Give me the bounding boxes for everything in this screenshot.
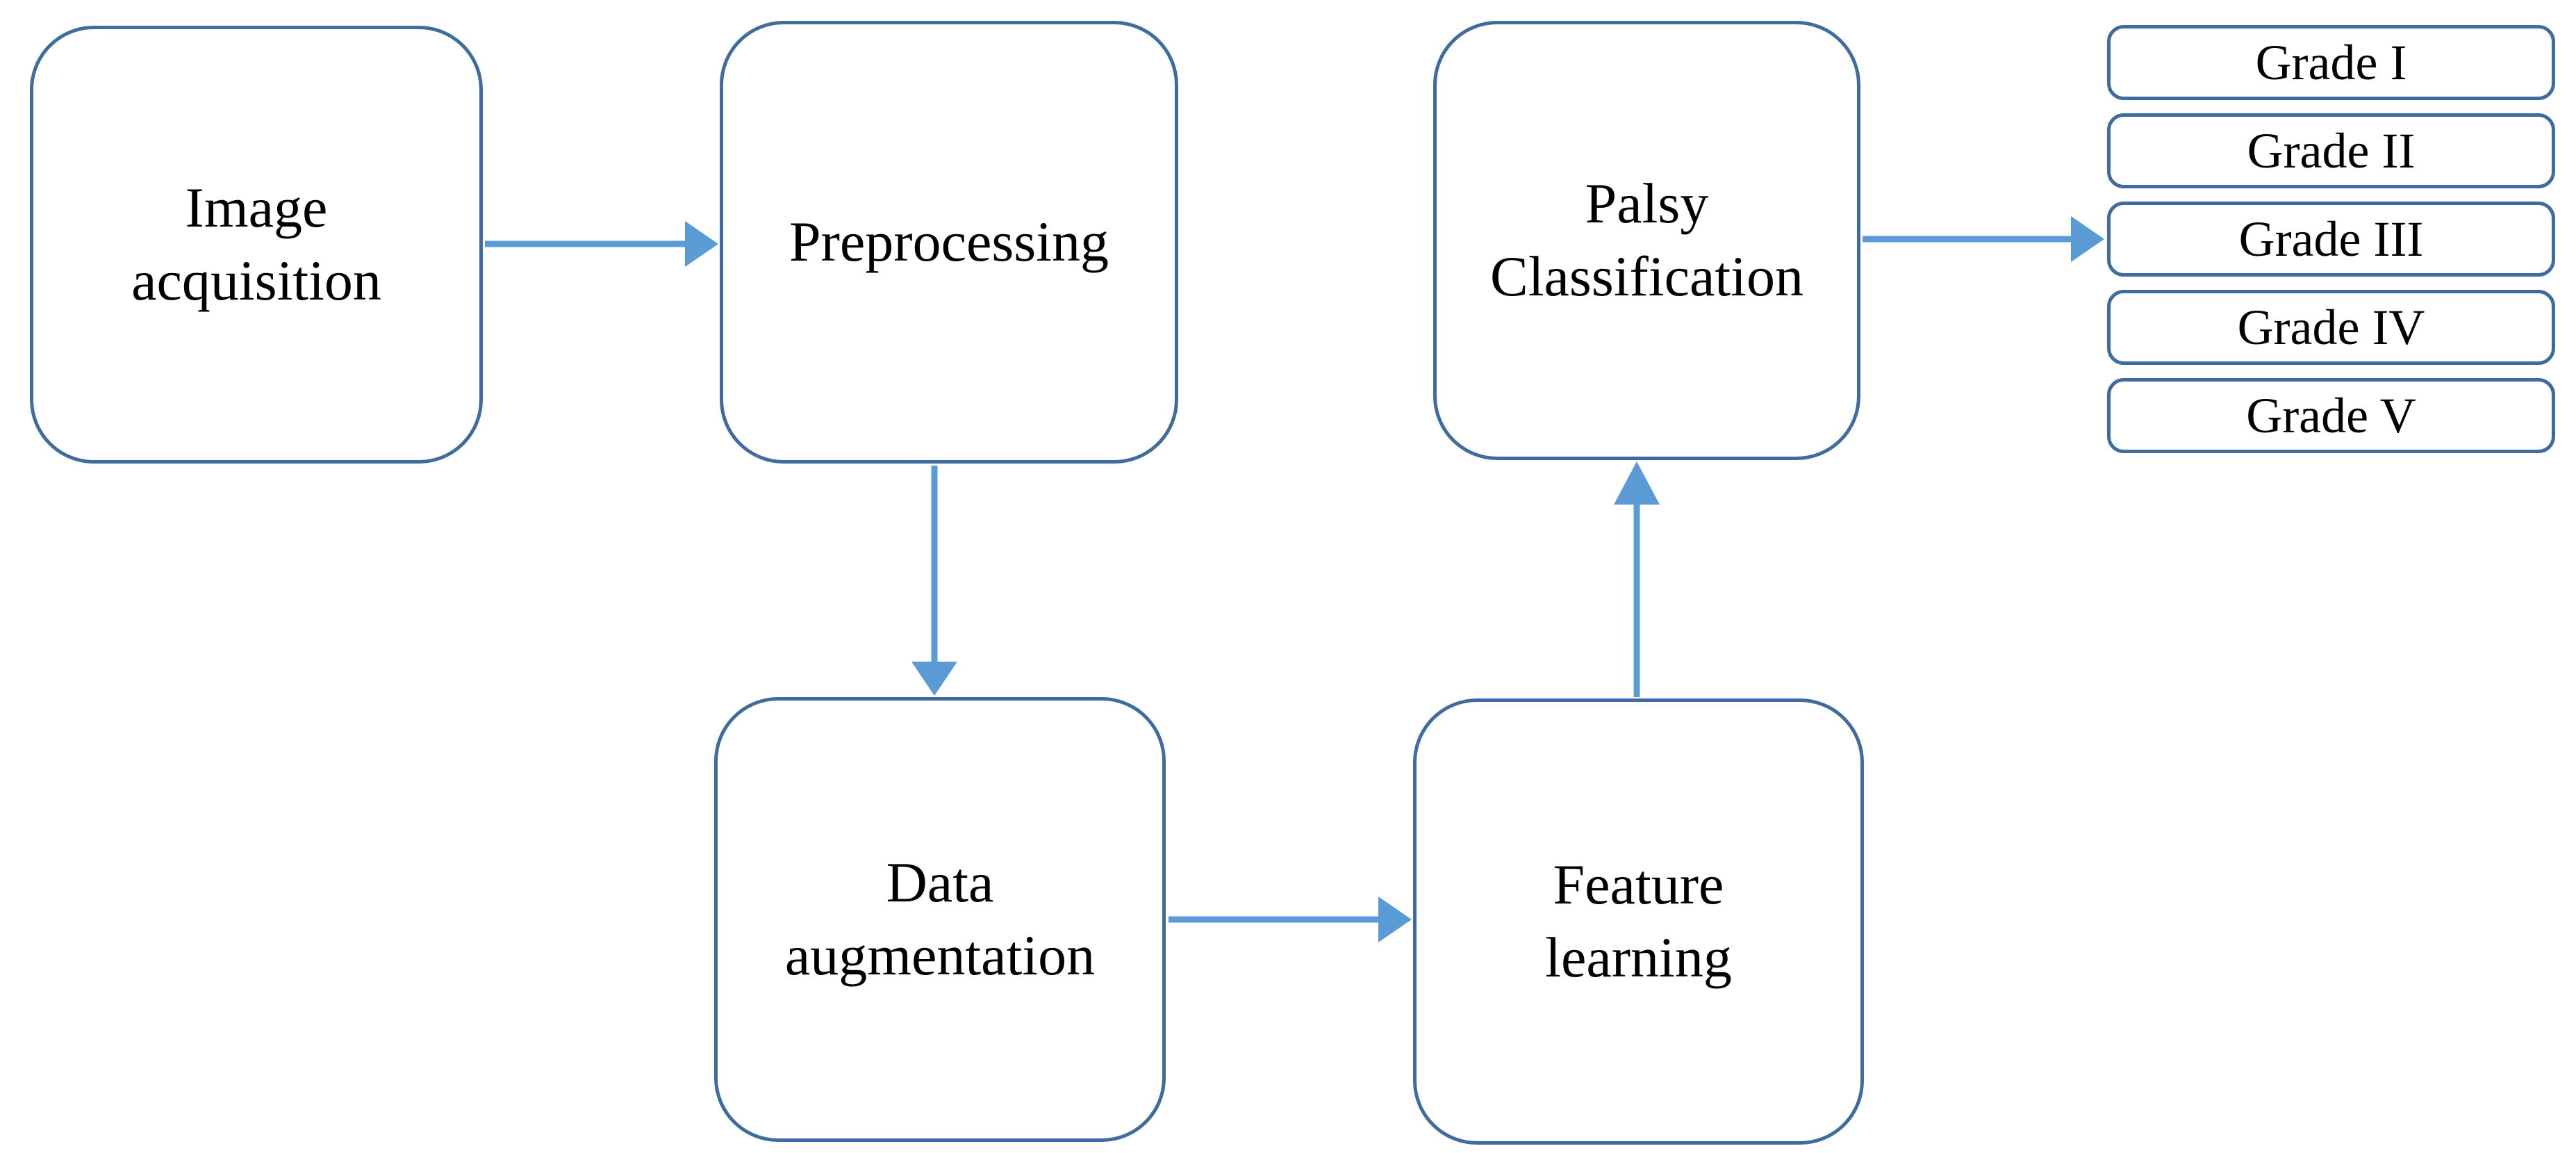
grade-box-ii: Grade II xyxy=(2107,113,2555,188)
grade-box-iii: Grade III xyxy=(2107,202,2555,277)
arrow-preprocessing-to-data-augmentation xyxy=(911,466,957,696)
grade-box-iv: Grade IV xyxy=(2107,290,2555,365)
node-feature-learning: Feature learning xyxy=(1413,698,1864,1145)
node-preprocessing: Preprocessing xyxy=(720,21,1178,464)
arrow-palsy-classification-to-grades xyxy=(1863,216,2104,262)
grade-box-i: Grade I xyxy=(2107,25,2555,100)
node-image-acquisition: Image acquisition xyxy=(30,26,483,464)
node-data-augmentation: Data augmentation xyxy=(714,697,1166,1142)
node-palsy-classification: Palsy Classification xyxy=(1433,21,1860,460)
arrow-image-acquisition-to-preprocessing xyxy=(485,221,718,267)
grade-box-v: Grade V xyxy=(2107,378,2555,453)
arrow-feature-learning-to-palsy-classification xyxy=(1614,461,1660,697)
arrow-data-augmentation-to-feature-learning xyxy=(1169,897,1412,942)
